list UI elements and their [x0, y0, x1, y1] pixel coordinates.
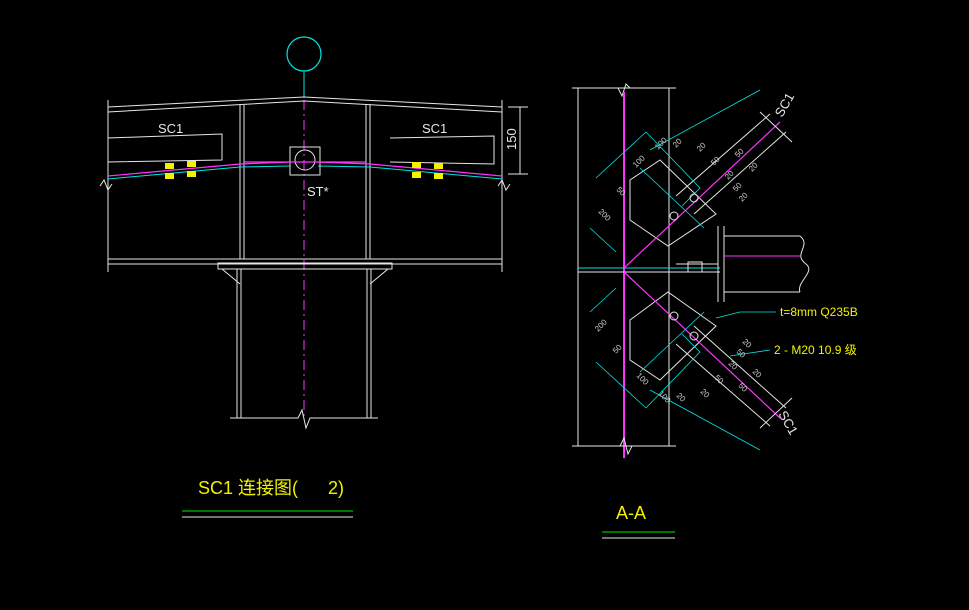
dim-lower-1: 20 — [699, 387, 712, 400]
dim-texts-lower: 20 50 20 50 20 50 20 200 50 100 100 20 — [593, 317, 764, 405]
sc1-right-plate — [389, 135, 495, 165]
brace-lower — [623, 271, 793, 429]
note-plate-leader — [715, 311, 776, 319]
brace-right-cyan — [317, 165, 503, 180]
dim-upper-12: 20 — [671, 136, 684, 149]
label-st: ST* — [307, 184, 329, 199]
dim-lower-2: 50 — [713, 373, 726, 386]
label-sc1-top: SC1 — [772, 90, 798, 119]
section-title: A-A — [616, 503, 646, 523]
bolts-left — [165, 161, 196, 179]
bolt-upper-2 — [689, 193, 699, 203]
dims-upper-lines — [589, 89, 761, 253]
axis-bubble — [286, 36, 322, 72]
st-tube-circle — [294, 149, 316, 171]
bolts-right — [412, 162, 443, 179]
beam-top-flange-line-1 — [107, 96, 503, 108]
bolt-lower-1 — [669, 311, 679, 321]
sc1-left-plate — [107, 133, 223, 163]
dim-upper-1: 20 — [695, 140, 708, 153]
dim-lower-6: 50 — [735, 347, 748, 360]
col-top-break — [617, 83, 631, 98]
label-sc1-left: SC1 — [158, 121, 183, 136]
brace-upper — [623, 111, 793, 269]
tie-beam — [676, 226, 810, 302]
dim-lower-8: 200 — [593, 317, 609, 333]
dims-lower-lines — [589, 287, 761, 451]
label-sc1-bottom: SC1 — [775, 408, 801, 437]
left-elevation-view: SC1 SC1 ST* 150 SC1 连接图( 2) — [99, 36, 528, 518]
dim-upper-9: 50 — [615, 185, 628, 198]
beam-top-flange-line-2 — [107, 100, 503, 113]
column-break-line — [230, 408, 378, 430]
section-aa-view: SC1 SC1 t=8mm Q235B 2 - M20 10.9 级 20 50… — [572, 83, 858, 539]
column-cap-plate — [217, 262, 393, 270]
brace-left-cyan — [107, 165, 291, 180]
dim-upper-7: 20 — [737, 190, 750, 203]
note-bolt-spec: 2 - M20 10.9 级 — [774, 343, 857, 357]
break-mark-left — [99, 178, 113, 192]
brace-left-magenta — [107, 161, 291, 177]
label-sc1-right: SC1 — [422, 121, 447, 136]
break-mark-right — [497, 178, 511, 192]
dim-lower-9: 50 — [611, 342, 624, 355]
left-title-number: 2) — [328, 478, 344, 498]
col-bottom-break — [619, 436, 633, 456]
dim-upper-5: 20 — [747, 160, 760, 173]
dim-150-text: 150 — [504, 128, 519, 150]
brace-right-magenta — [317, 161, 503, 177]
dim-upper-8: 200 — [597, 207, 613, 223]
dim-lower-10: 100 — [635, 371, 651, 387]
dim-upper-11: 100 — [653, 135, 669, 151]
dim-lower-4: 50 — [737, 381, 750, 394]
dim-texts-upper: 20 50 20 50 20 50 20 200 50 100 100 20 — [597, 135, 761, 223]
bolt-lower-2 — [689, 331, 699, 341]
haunch-right — [369, 268, 389, 285]
gusset-upper — [629, 159, 717, 247]
bolt-upper-1 — [669, 211, 679, 221]
dim-lower-11: 100 — [657, 389, 673, 405]
dim-upper-10: 100 — [631, 153, 647, 169]
dim-upper-3: 20 — [723, 168, 736, 181]
left-title-main: SC1 连接图( — [198, 478, 298, 498]
note-plate-spec: t=8mm Q235B — [780, 305, 858, 319]
note-bolt-leader — [729, 349, 771, 357]
gusset-lower — [629, 291, 717, 381]
dim-upper-4: 50 — [733, 146, 746, 159]
dim-lower-12: 20 — [675, 391, 688, 404]
st-tube-box — [289, 146, 321, 176]
